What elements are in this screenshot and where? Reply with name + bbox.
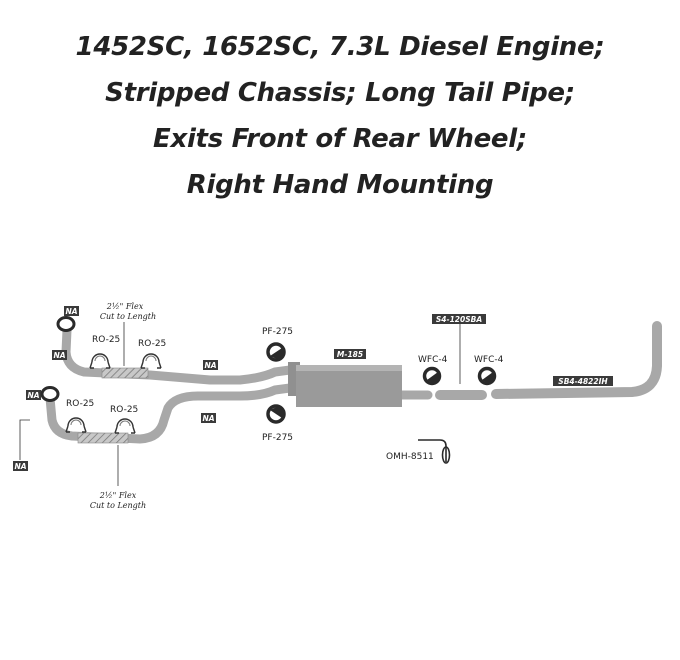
ro25-label-c: RO-25 <box>66 399 94 409</box>
title-line-3: Exits Front of Rear Wheel; <box>153 124 527 154</box>
svg-text:SB4-4822IH: SB4-4822IH <box>558 377 608 386</box>
muffler <box>288 362 402 407</box>
flex-top-label-1: 2½" Flex <box>106 302 144 311</box>
diagram-title: 1452SC, 1652SC, 7.3L Diesel Engine; Stri… <box>0 24 680 208</box>
svg-text:M-185: M-185 <box>337 350 363 359</box>
flex-bottom-label-1: 2½" Flex <box>99 491 137 500</box>
pf275-label-top: PF-275 <box>262 327 293 337</box>
na-tags: NA NA NA NA NA NA <box>13 306 218 471</box>
wfc4-label-a: WFC-4 <box>418 355 448 365</box>
upper-intake-pipe <box>61 325 295 385</box>
flex-section-bottom <box>77 432 129 444</box>
svg-text:NA: NA <box>204 361 216 370</box>
svg-text:S4-120SBA: S4-120SBA <box>436 315 483 324</box>
na-tag: NA <box>203 360 218 370</box>
ro25-label-d: RO-25 <box>110 405 138 415</box>
wfc4-clamp-icon-a <box>422 366 442 386</box>
svg-text:NA: NA <box>53 351 65 360</box>
flex-section-top <box>101 367 149 379</box>
pf275-label-bottom: PF-275 <box>262 433 293 443</box>
clamp-icon <box>114 418 136 434</box>
svg-text:NA: NA <box>65 307 77 316</box>
ro25-label-b: RO-25 <box>138 339 166 349</box>
lower-intake-pipe <box>45 383 295 444</box>
tailpipe-tag: SB4-4822IH <box>553 376 613 386</box>
pipe-network <box>45 321 662 444</box>
flex-top-label-2: Cut to Length <box>100 312 156 321</box>
na-tag: NA <box>64 306 79 316</box>
muffler-tag: M-185 <box>334 349 366 359</box>
na-tag: NA <box>13 461 28 471</box>
title-line-2: Stripped Chassis; Long Tail Pipe; <box>105 78 575 108</box>
ro25-label-a: RO-25 <box>92 335 120 345</box>
title-line-1: 1452SC, 1652SC, 7.3L Diesel Engine; <box>75 32 605 62</box>
clamp-icon <box>65 417 87 433</box>
wfc4-clamp-icon-b <box>477 366 497 386</box>
pf275-clamp-icon-top <box>266 342 286 362</box>
na-tag: NA <box>52 350 67 360</box>
clamp-icon <box>89 353 111 369</box>
svg-text:NA: NA <box>14 462 26 471</box>
na-leader-line <box>19 419 30 460</box>
hanger-icon <box>418 439 451 464</box>
title-line-4: Right Hand Mounting <box>186 170 494 200</box>
svg-text:NA: NA <box>202 414 214 423</box>
tail-pipe <box>491 321 662 399</box>
flange-gasket-top <box>56 316 76 332</box>
na-tag: NA <box>201 413 216 423</box>
na-tag: NA <box>26 390 41 400</box>
s4-pipe-tag: S4-120SBA <box>432 314 486 384</box>
flex-bottom-label-2: Cut to Length <box>90 501 146 510</box>
flange-gasket-bottom <box>40 386 60 402</box>
svg-text:NA: NA <box>27 391 39 400</box>
hanger-label: OMH-8511 <box>386 452 434 462</box>
wfc4-label-b: WFC-4 <box>474 355 504 365</box>
pf275-clamp-icon-bottom <box>266 404 286 424</box>
clamp-icon <box>140 353 162 369</box>
